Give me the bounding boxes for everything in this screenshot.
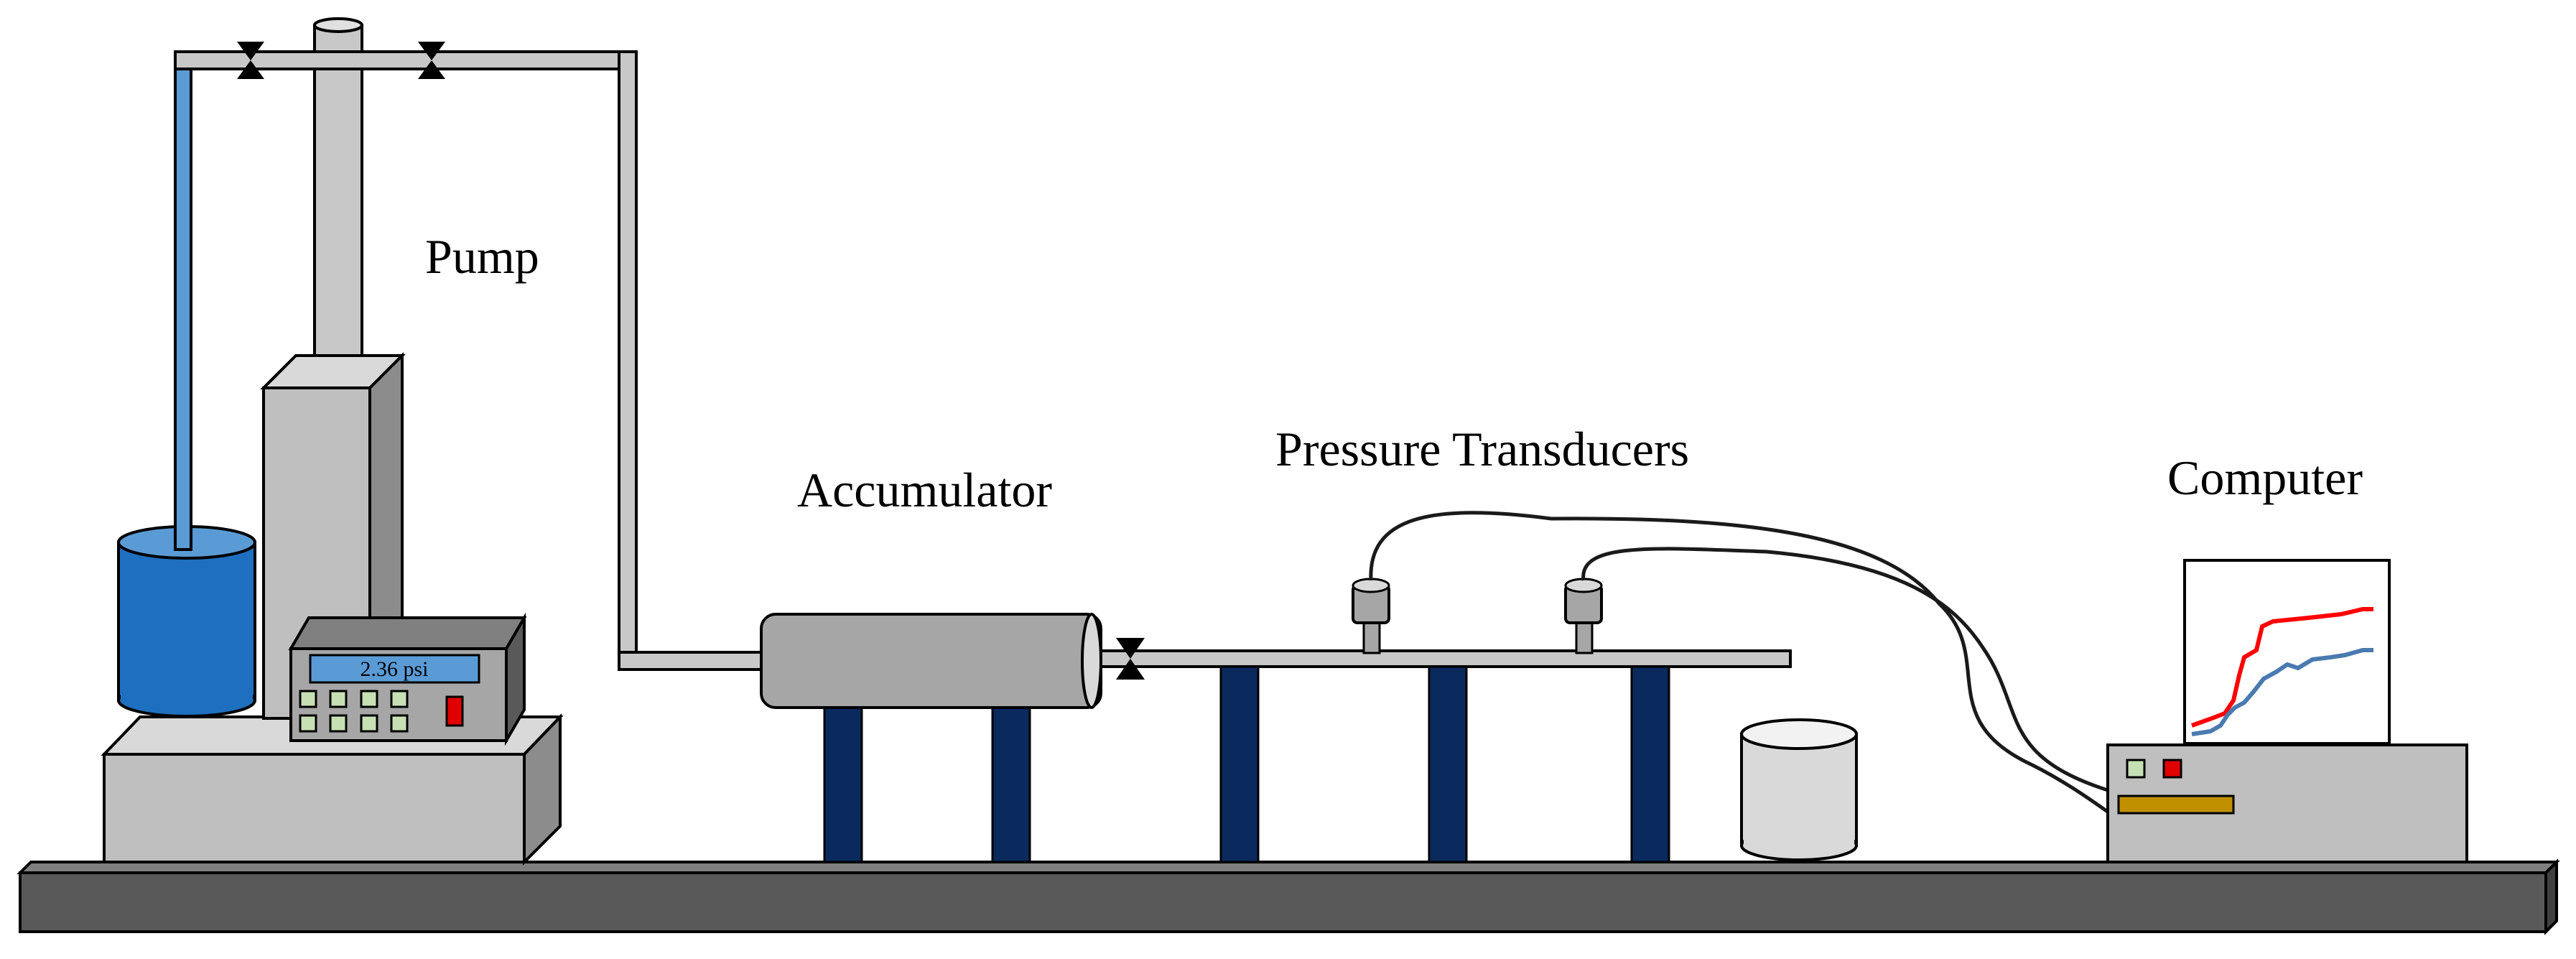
water-reservoir xyxy=(117,525,256,718)
pressure-transducer-icon xyxy=(1352,578,1390,654)
disk-drive xyxy=(2117,794,2235,815)
plot-line-blue xyxy=(2191,648,2373,736)
pressure-transducer-icon xyxy=(1564,578,1603,654)
keypad xyxy=(299,690,409,733)
computer xyxy=(2106,559,2468,863)
pump-piston-column xyxy=(313,17,363,357)
valve-icon xyxy=(1116,638,1145,680)
plot-line-red xyxy=(2190,607,2373,728)
stop-button xyxy=(445,695,464,727)
signal-cables xyxy=(1369,511,2109,814)
pump-label: Pump xyxy=(425,229,539,284)
valve-icon xyxy=(418,42,445,79)
test-pipe xyxy=(1099,649,1792,668)
pressure-display xyxy=(309,654,480,684)
pump-controller: 2.36 psi xyxy=(288,612,527,746)
accumulator xyxy=(760,613,1102,709)
pressure-display-reading: 2.36 psi xyxy=(360,657,428,681)
collection-beaker xyxy=(1740,718,1858,861)
valve-icon xyxy=(237,42,264,79)
bench xyxy=(17,858,2560,935)
status-led-red xyxy=(2162,759,2182,779)
water-supply-line xyxy=(174,67,192,551)
pressure-transducers-label: Pressure Transducers xyxy=(1275,422,1689,476)
pipe-stand xyxy=(1219,665,1670,863)
accumulator-stand xyxy=(823,704,1031,863)
accumulator-label: Accumulator xyxy=(797,463,1052,517)
computer-label: Computer xyxy=(2167,450,2363,505)
status-led-green xyxy=(2126,759,2146,779)
